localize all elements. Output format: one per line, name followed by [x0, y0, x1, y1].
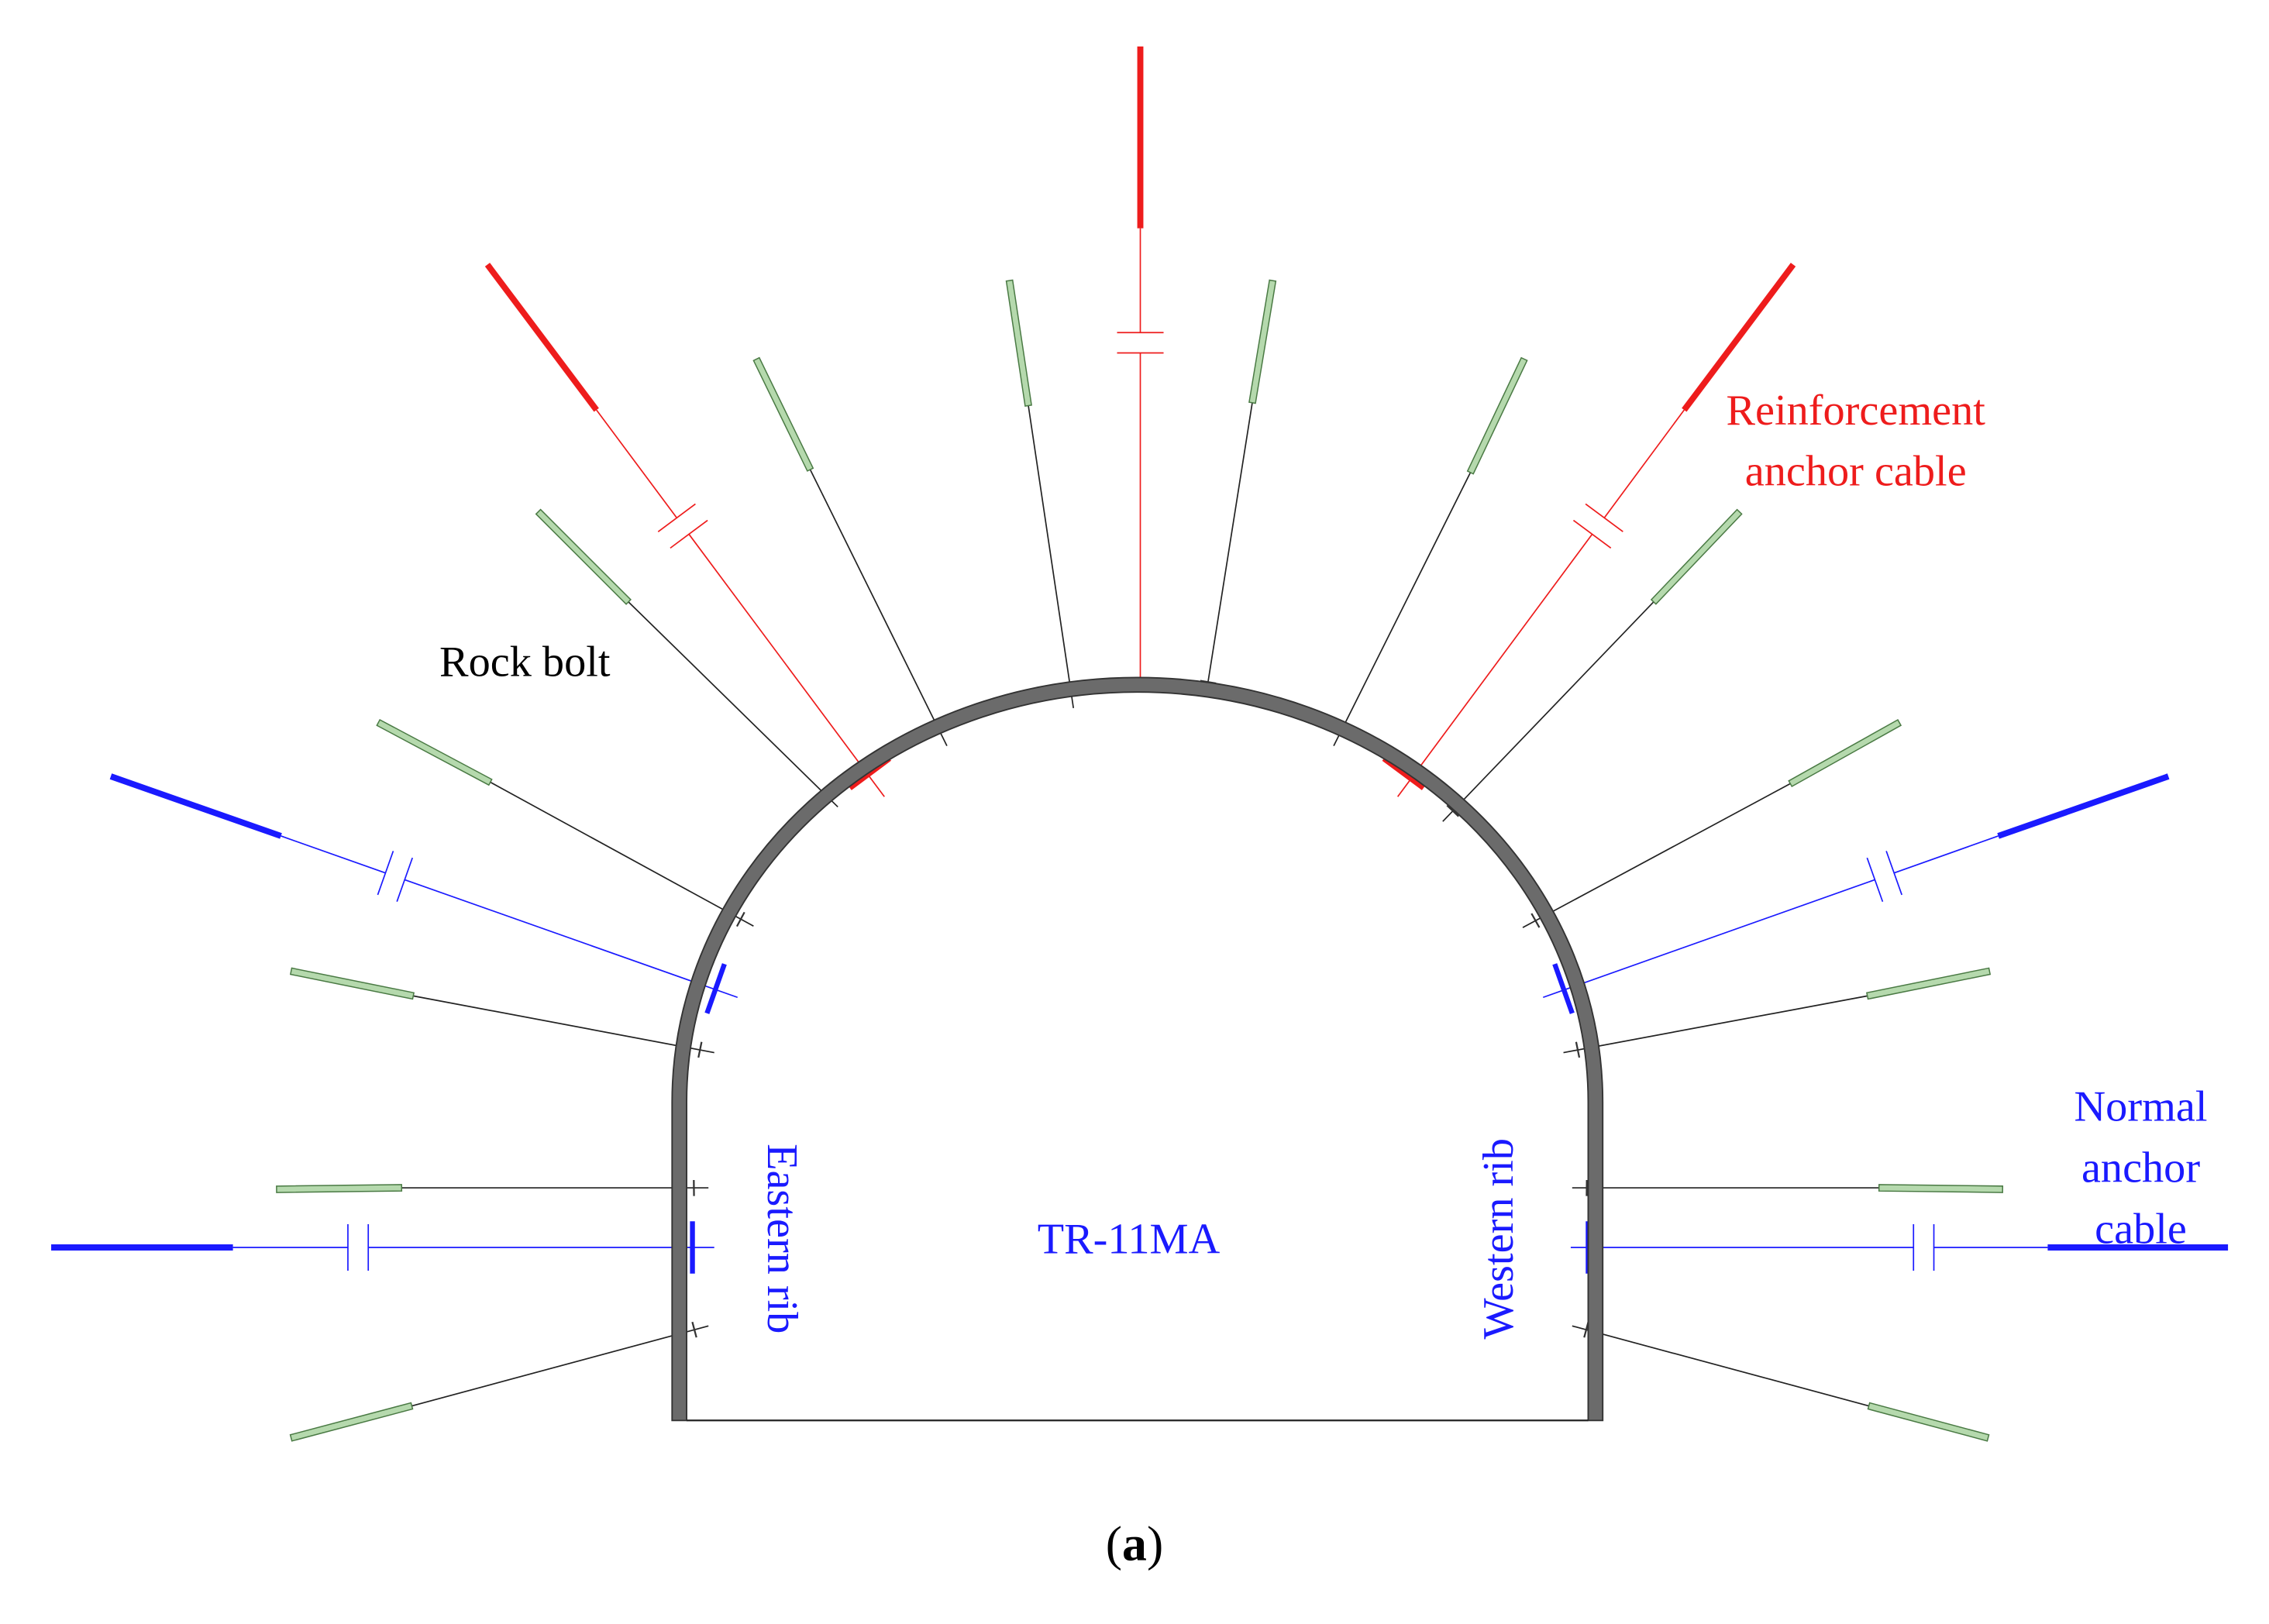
caption-letter: a — [1122, 1516, 1147, 1571]
reinforcement-anchor-cable-thin-segment — [596, 409, 678, 518]
normal-anchor-cable-break-mark — [1866, 857, 1884, 903]
reinforcement-anchor-cable-thin-segment — [1396, 533, 1593, 797]
reinforcement-anchor-cable-break-mark — [1572, 519, 1612, 549]
rock-bolt-bar — [289, 1402, 414, 1442]
rock-bolt-rod — [1205, 402, 1253, 697]
rock-bolt-bar — [289, 967, 415, 1000]
rock-bolt-bar — [276, 1184, 403, 1193]
normal-anchor-cable-break-mark — [377, 851, 394, 896]
rock-bolt-rod — [809, 469, 948, 746]
normal-anchor-cable-thick-segment — [1997, 773, 2170, 839]
rock-bolt-rod — [490, 781, 754, 927]
reinforcement-anchor-cable-break-mark — [1585, 503, 1623, 532]
normal-anchor-cable-thin-segment — [1893, 835, 1999, 874]
normal-anchor-cable-thin-segment — [404, 879, 739, 999]
rock-bolt-bar — [376, 718, 493, 786]
rock-bolt-bar — [752, 356, 814, 472]
rock-bolt-rod — [411, 1325, 709, 1407]
normal-anchor-cable-plate — [704, 963, 727, 1014]
rock-bolts — [276, 279, 2004, 1442]
rock-bolt-rod — [1522, 783, 1791, 928]
rock-bolt-rod — [413, 995, 714, 1054]
rock-bolt-plate — [1446, 804, 1459, 817]
rock-bolt-plate — [735, 911, 745, 927]
caption-open-paren: ( — [1106, 1516, 1122, 1571]
rock-bolt-rod — [1572, 1325, 1869, 1407]
roadway-name-label: TR-11MA — [1038, 1216, 1221, 1264]
rock-bolt-bar — [1788, 718, 1902, 788]
rock-bolt-plate — [1575, 1041, 1581, 1058]
rock-bolt-bar — [535, 508, 632, 605]
rock-bolt-bar — [1878, 1184, 2004, 1193]
normal-anchor-cables — [51, 773, 2229, 1274]
normal-cable-label-line1: Normal — [2074, 1083, 2208, 1131]
rock-bolt-bar — [1867, 1402, 1990, 1442]
normal-anchor-cable-thin-segment — [281, 835, 386, 874]
reinforcement-anchor-cable-break-mark — [670, 519, 708, 549]
normal-anchor-cable-thin-segment — [1543, 879, 1875, 999]
reinforcement-cable-label-line2: anchor cable — [1745, 448, 1967, 496]
rock-bolt-plate — [1530, 913, 1541, 928]
reinforcement-anchor-cable-thin-segment — [1603, 409, 1685, 518]
reinforcement-anchor-cable-thick-segment — [484, 263, 599, 412]
reinforcement-anchor-cable-thin-segment — [688, 533, 885, 797]
normal-cable-label-line2: anchor — [2081, 1144, 2200, 1192]
lining-shell — [671, 676, 1604, 1422]
rock-bolt-bar — [1866, 967, 1992, 1000]
rock-bolt-rod — [1563, 995, 1868, 1054]
reinforcement-anchor-cable-plate — [1382, 756, 1425, 790]
normal-cable-label-line3: cable — [2095, 1205, 2187, 1253]
rock-bolt-rod — [1442, 601, 1654, 822]
rock-bolt-rod — [1028, 405, 1075, 708]
rock-bolt-plate — [697, 1041, 703, 1058]
reinforcement-anchor-cable-thick-segment — [1682, 263, 1796, 412]
rock-bolt-bar — [1466, 356, 1528, 475]
normal-anchor-cable-thick-segment — [109, 773, 282, 839]
rock-bolt-rod — [1333, 472, 1472, 746]
rock-bolt-bar — [1005, 279, 1032, 408]
normal-anchor-cable-plate — [1552, 963, 1575, 1014]
western-rib-label: Western rib — [1475, 1138, 1523, 1340]
reinforcement-anchor-cable-break-mark — [657, 503, 696, 532]
rock-bolt-label: Rock bolt — [439, 638, 611, 686]
roadway-lining — [671, 676, 1604, 1422]
eastern-rib-label: Eastern rib — [758, 1144, 806, 1333]
rock-bolt-rod — [628, 601, 838, 808]
rock-bolt-plate — [691, 1321, 697, 1338]
rock-bolt-bar — [1248, 279, 1277, 404]
normal-anchor-cable-break-mark — [1885, 851, 1902, 896]
rock-bolt-bar — [1650, 508, 1743, 605]
normal-anchor-cable-break-mark — [396, 857, 414, 902]
figure-caption: (a) — [1106, 1516, 1163, 1571]
reinforcement-cable-label-line1: Reinforcement — [1727, 387, 1986, 435]
caption-close-paren: ) — [1147, 1516, 1163, 1571]
